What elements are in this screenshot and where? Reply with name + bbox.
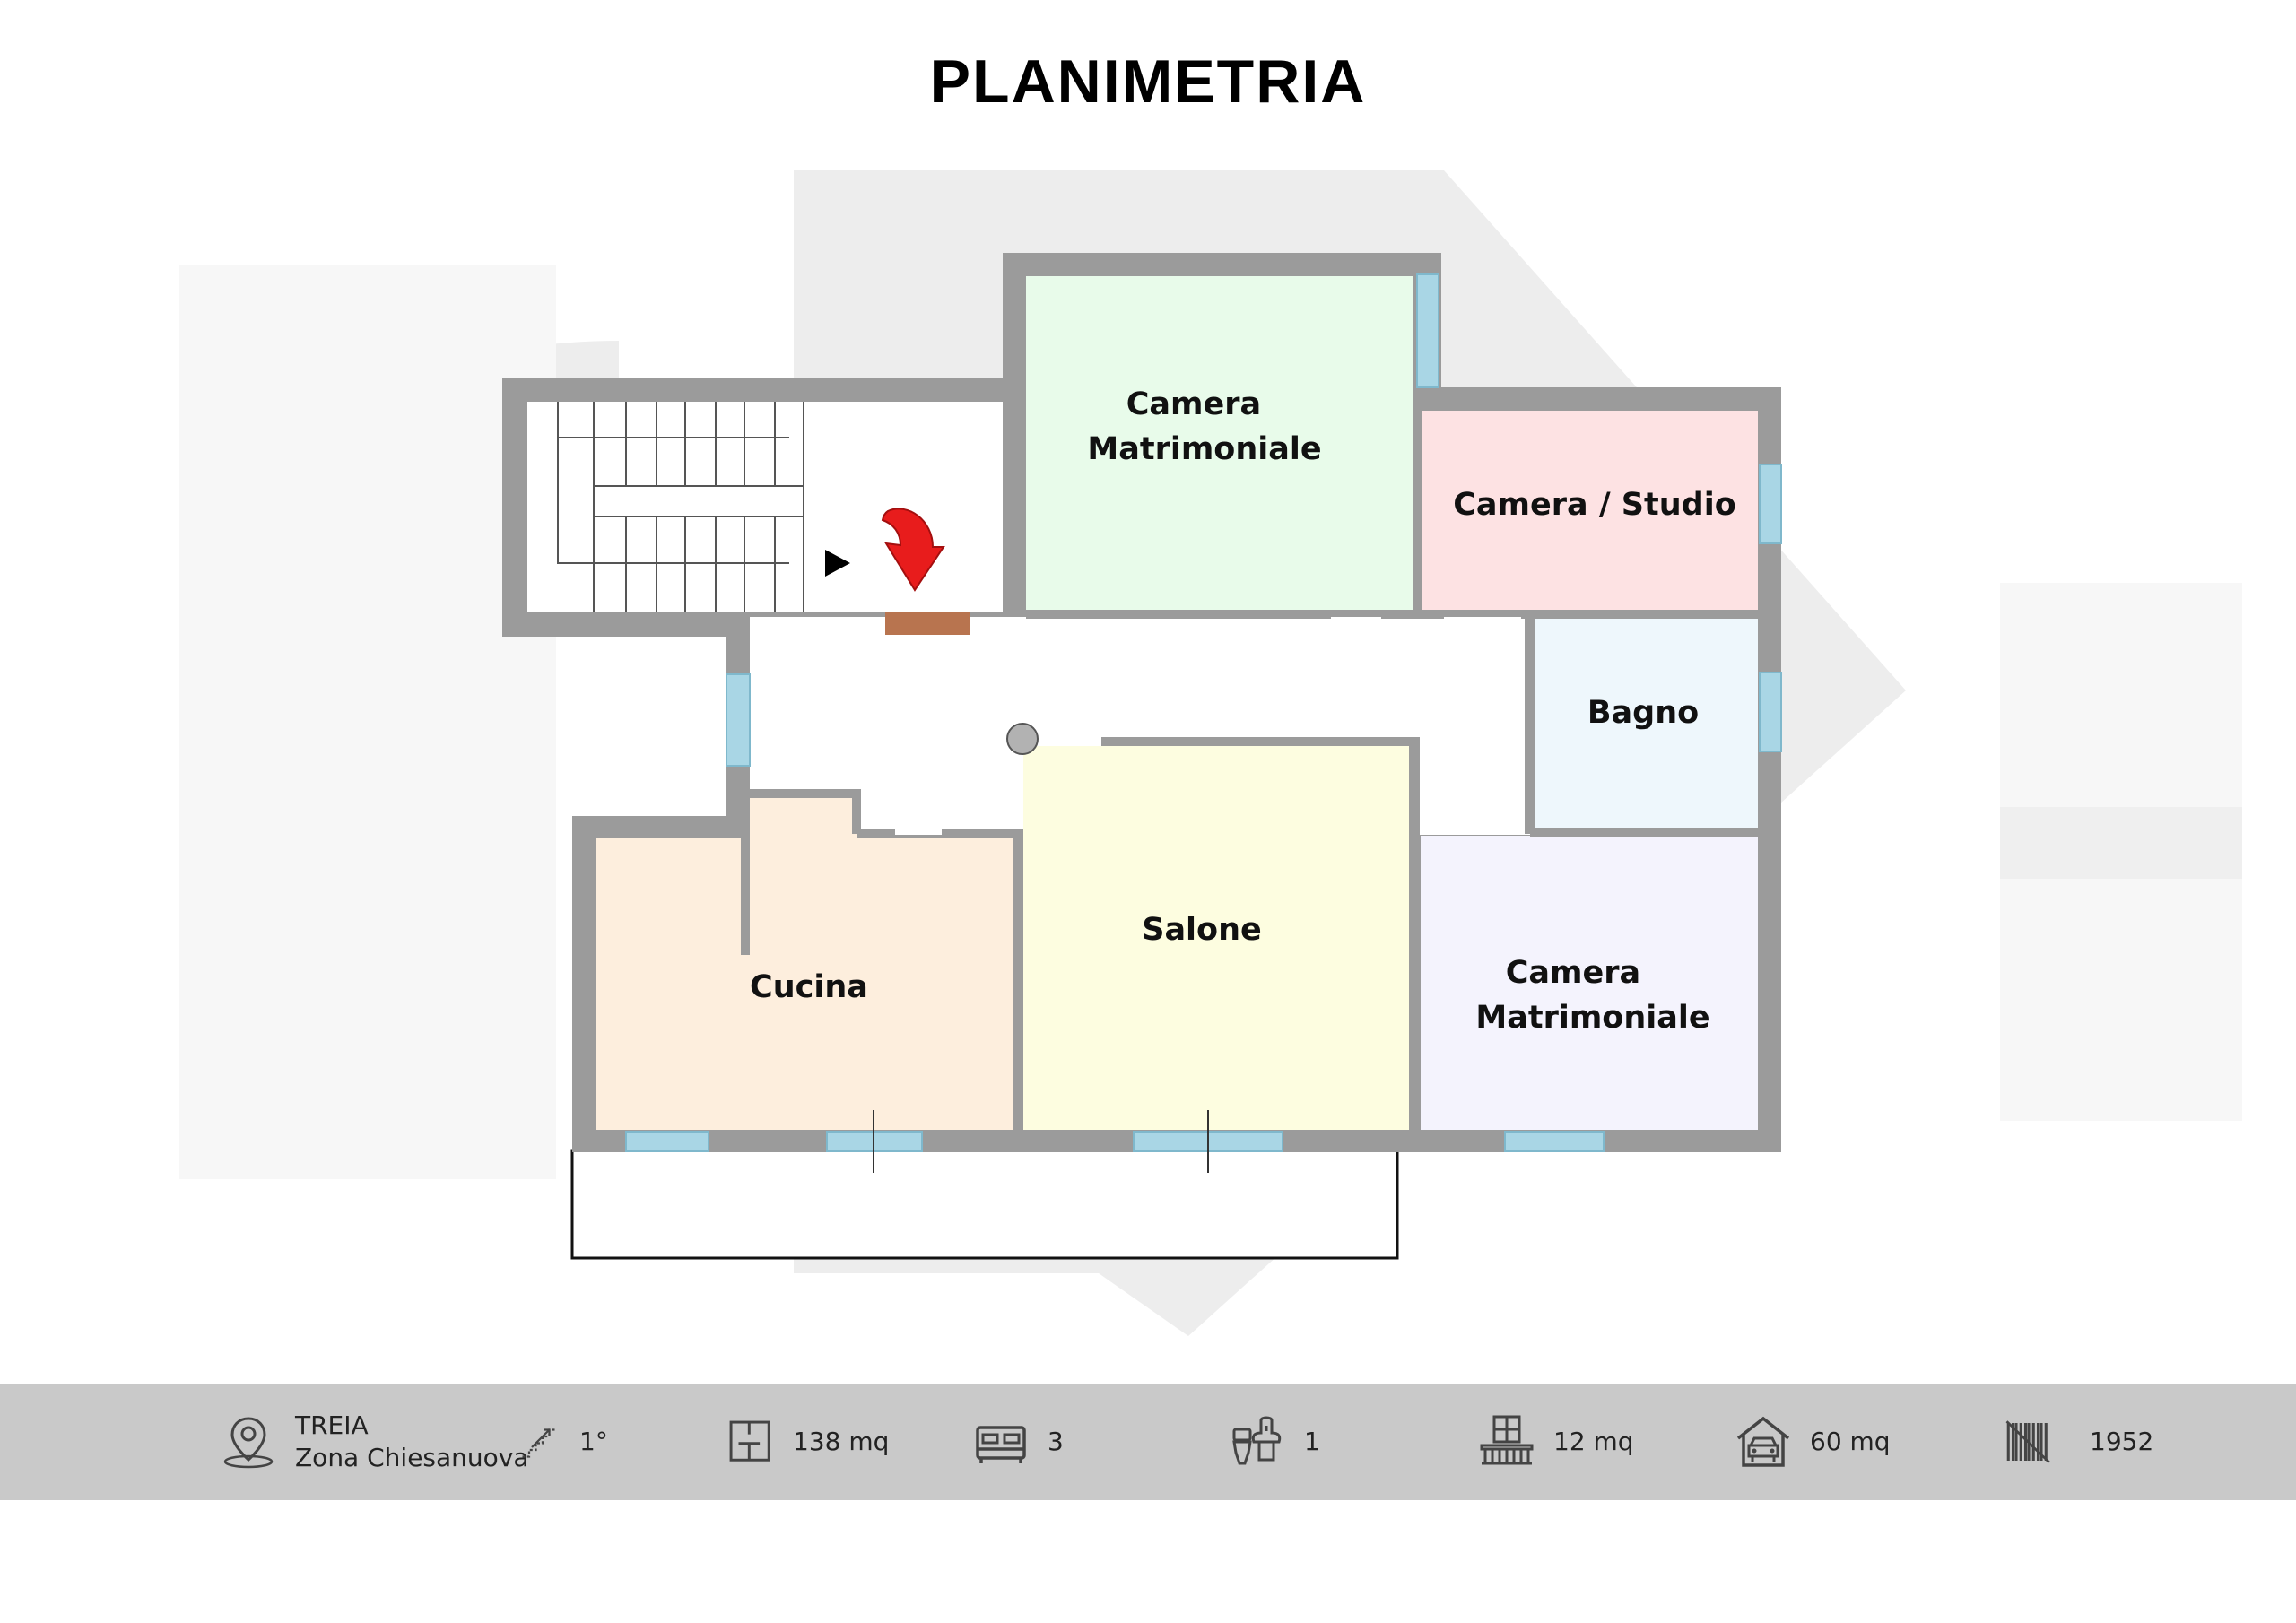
info-bar: TREIA Zona Chiesanuova 1° 138 mq 3	[0, 1384, 2296, 1500]
bathrooms-value: 1	[1304, 1427, 1320, 1456]
garage-value: 60 mq	[1810, 1427, 1891, 1456]
floor-value: 1°	[579, 1427, 608, 1456]
balcony-icon	[1480, 1415, 1534, 1465]
balcony	[570, 1149, 1399, 1260]
info-location: TREIA Zona Chiesanuova	[220, 1384, 529, 1500]
room-camera-studio-floor	[1422, 411, 1758, 610]
cucina-nook-floor	[750, 798, 857, 843]
room-cucina-floor	[596, 838, 1013, 1130]
room-camera-matrimoniale-2-floor	[1421, 836, 1758, 1130]
hall-east	[1435, 617, 1535, 835]
stair-arrow-icon	[825, 550, 850, 577]
interior-walls	[741, 253, 1758, 1132]
info-area: 138 mq	[726, 1384, 889, 1500]
info-balcony: 12 mq	[1478, 1384, 1634, 1500]
room-label-camera-matrimoniale-2: Camera Matrimoniale	[1475, 955, 1709, 1036]
bed-icon	[976, 1426, 1026, 1463]
bedrooms-value: 3	[1048, 1427, 1064, 1456]
floor-plan-icon	[729, 1420, 770, 1462]
page-title: PLANIMETRIA	[929, 48, 1367, 116]
balcony-value: 12 mq	[1553, 1427, 1634, 1456]
windows	[625, 273, 1782, 1152]
room-label-camera-matrimoniale-1: Camera Matrimoniale	[1087, 386, 1321, 467]
room-bagno-floor	[1535, 619, 1758, 828]
year-value: 1952	[2090, 1427, 2154, 1456]
room-label-bagno: Bagno	[1587, 695, 1699, 731]
info-garage: 60 mq	[1735, 1384, 1891, 1500]
entrance-door	[885, 612, 970, 635]
room-label-salone: Salone	[1142, 912, 1262, 948]
location-zone: Zona Chiesanuova	[295, 1443, 529, 1472]
column-marker	[1006, 723, 1039, 755]
year-barcode-icon	[2005, 1420, 2050, 1463]
location-pin-icon	[223, 1417, 274, 1469]
room-camera-matrimoniale-1-floor	[1026, 276, 1413, 610]
info-floor: 1°	[518, 1384, 608, 1500]
staircase	[557, 402, 804, 612]
info-bathrooms: 1	[1229, 1384, 1320, 1500]
area-value: 138 mq	[793, 1427, 890, 1456]
entrance-arrow-icon	[881, 508, 945, 592]
salone-entry-floor	[1023, 746, 1112, 836]
floor-plan: Camera Matrimoniale Camera / Studio Bagn…	[201, 170, 1906, 1336]
info-year: 1952	[2004, 1384, 2153, 1500]
room-label-camera-studio: Camera / Studio	[1453, 487, 1736, 523]
location-city: TREIA	[295, 1410, 369, 1440]
info-bedrooms: 3	[972, 1384, 1064, 1500]
room-label-cucina: Cucina	[750, 969, 868, 1005]
stairs-icon	[522, 1428, 556, 1458]
garage-icon	[1736, 1416, 1790, 1467]
toilet-icon	[1232, 1416, 1282, 1465]
